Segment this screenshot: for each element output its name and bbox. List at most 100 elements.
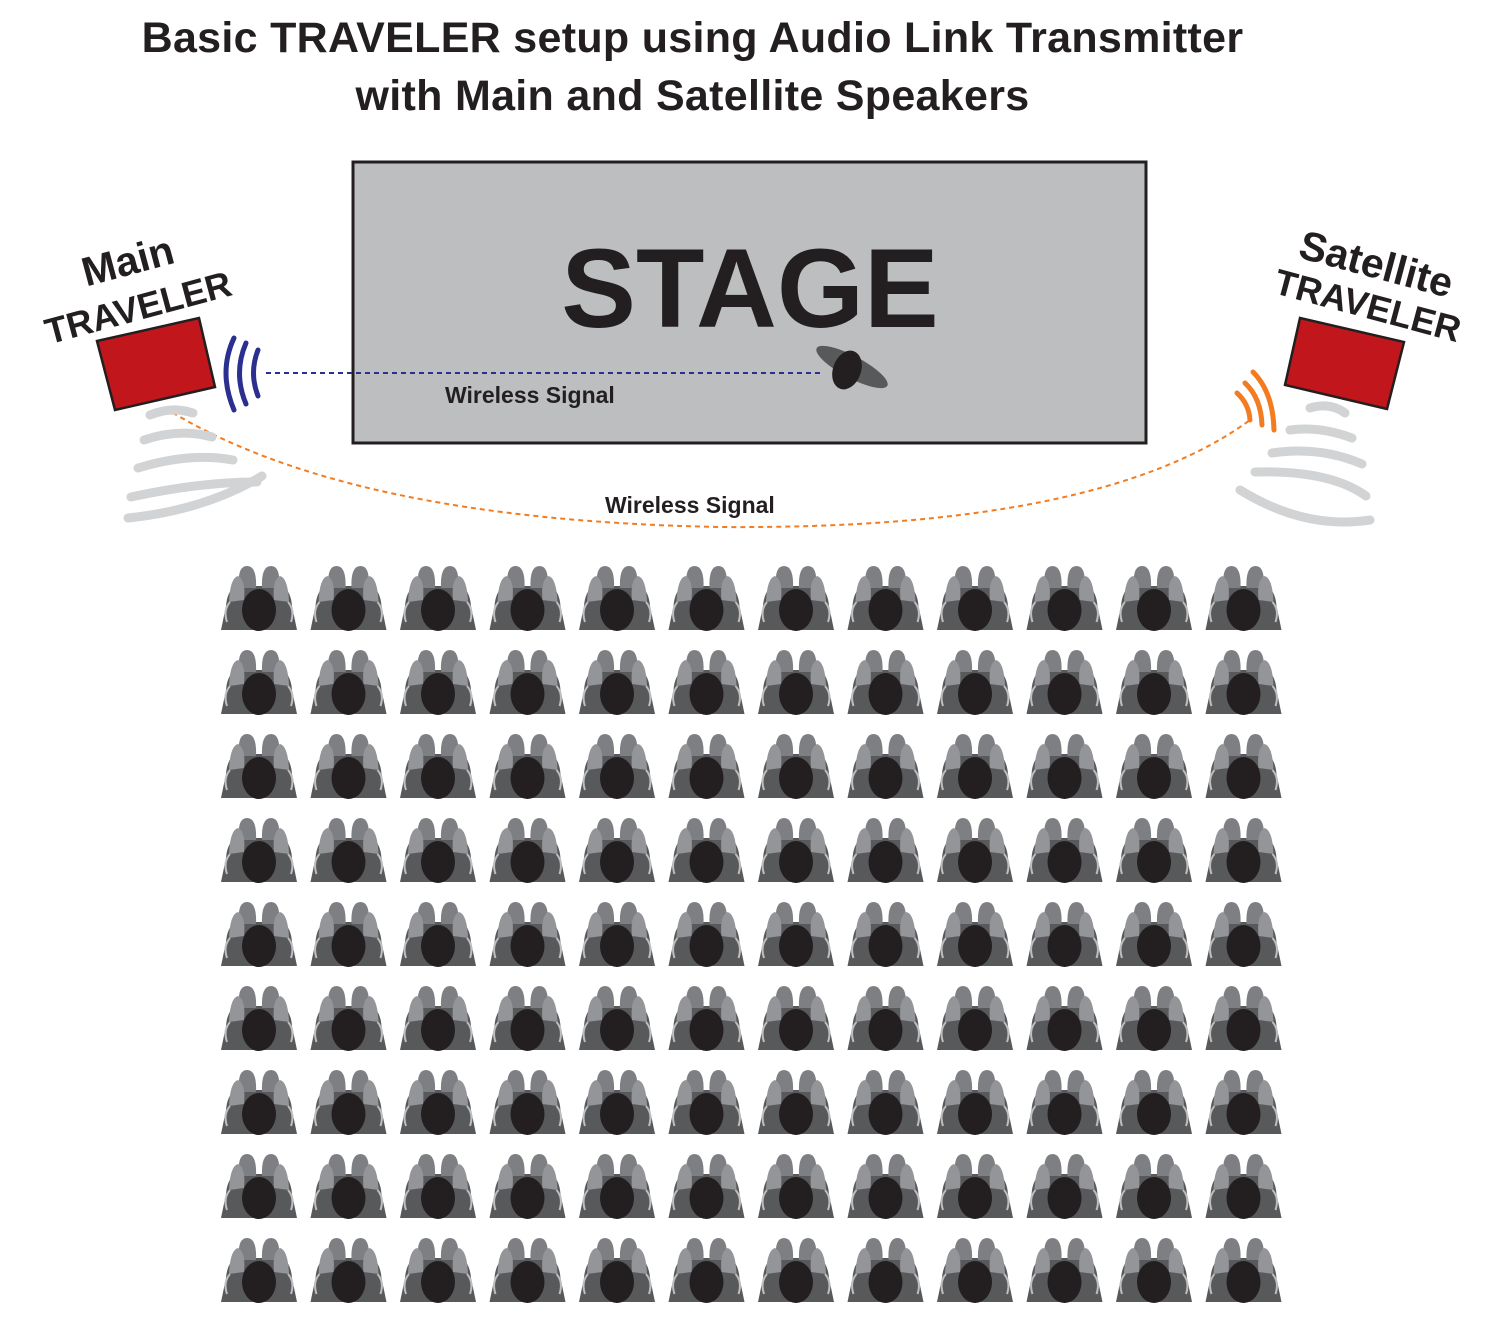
audience-seat <box>578 733 656 800</box>
audience-seat <box>667 985 746 1052</box>
audience-seat <box>667 1153 746 1220</box>
audience-seat <box>1204 649 1283 716</box>
audience-seat <box>846 565 925 632</box>
audience-seat <box>1115 1237 1193 1304</box>
audience-seat <box>220 817 298 884</box>
audience-seat <box>846 817 925 884</box>
audience-seat <box>488 1153 567 1220</box>
audience-seat <box>399 649 477 716</box>
audience-seat <box>846 985 925 1052</box>
audience-seat <box>1025 817 1104 884</box>
audience-seat <box>220 565 298 632</box>
audience-seat <box>846 733 925 800</box>
audience-seat <box>1204 1237 1283 1304</box>
audience-seat <box>399 1237 477 1304</box>
audience-seat <box>936 733 1014 800</box>
audience-seat <box>1025 565 1104 632</box>
main-speaker-sound-waves-icon <box>123 405 267 523</box>
audience-seat <box>1115 649 1193 716</box>
audience-seat <box>1025 901 1104 968</box>
audience-seat <box>667 649 746 716</box>
audience-seat <box>757 1237 835 1304</box>
audience-seat <box>309 901 388 968</box>
audience-seat <box>578 817 656 884</box>
audience-seat <box>1204 1153 1283 1220</box>
audience-seat <box>399 1069 477 1136</box>
audience-seat <box>399 565 477 632</box>
audience-seat <box>936 1069 1014 1136</box>
audience-seat <box>846 1069 925 1136</box>
audience-seat <box>757 1069 835 1136</box>
audience-seat <box>757 733 835 800</box>
audience-seat <box>399 901 477 968</box>
audience-seat <box>667 565 746 632</box>
audience-seat <box>488 649 567 716</box>
stage-area <box>351 160 1148 445</box>
audience-seat <box>309 649 388 716</box>
audience-seat <box>1115 817 1193 884</box>
audience-seat <box>1204 1069 1283 1136</box>
audience-seat <box>1115 1153 1193 1220</box>
audience-seat <box>846 901 925 968</box>
audience-seat <box>1115 901 1193 968</box>
audience-seat <box>309 565 388 632</box>
audience-seat <box>399 817 477 884</box>
audience-seat <box>757 565 835 632</box>
audience-seat <box>1025 985 1104 1052</box>
audience-seat <box>488 565 567 632</box>
link-wireless-signal-label: Wireless Signal <box>605 492 775 518</box>
audience-seat <box>1115 1069 1193 1136</box>
audience-seat <box>488 817 567 884</box>
audience-seat <box>578 985 656 1052</box>
stage-label: STAGE <box>561 226 939 351</box>
main-speaker: Main TRAVELER <box>40 227 267 523</box>
link-wireless-signal-line <box>164 407 1251 529</box>
audience-seat <box>309 817 388 884</box>
audience-seat <box>309 1237 388 1304</box>
diagram-title-line-1: Basic TRAVELER setup using Audio Link Tr… <box>141 14 1244 62</box>
audience-seat <box>578 1069 656 1136</box>
satellite-speaker-box <box>1283 316 1406 411</box>
audience-seat <box>309 1069 388 1136</box>
audience-seat <box>1025 1153 1104 1220</box>
audience-seat <box>667 817 746 884</box>
audience-seat <box>1115 565 1193 632</box>
audience-seat <box>488 733 567 800</box>
audience-seat <box>1025 733 1104 800</box>
satellite-speaker-receive-waves-icon <box>1234 369 1277 433</box>
main-speaker-receive-waves-icon <box>223 335 261 413</box>
audience-seat <box>220 1069 298 1136</box>
audience-seat <box>846 1153 925 1220</box>
audience-seat <box>309 1153 388 1220</box>
audience-seat <box>309 985 388 1052</box>
diagram-title-line-2: with Main and Satellite Speakers <box>355 72 1030 120</box>
audience-seat <box>936 985 1014 1052</box>
audience-seat <box>399 1153 477 1220</box>
audience-seat <box>936 565 1014 632</box>
satellite-speaker-sound-waves-icon <box>1235 401 1375 527</box>
audience-seat <box>220 733 298 800</box>
audience-seat <box>488 985 567 1052</box>
audience-seat <box>220 1237 298 1304</box>
audience-seat <box>399 985 477 1052</box>
audience-seat <box>846 1237 925 1304</box>
audience-seat <box>1025 1237 1104 1304</box>
audience-seat <box>578 1153 656 1220</box>
audience-seat <box>220 901 298 968</box>
microphone-icon <box>816 345 888 390</box>
audience-seat <box>757 817 835 884</box>
audience-seat <box>220 1153 298 1220</box>
audience-seat <box>309 733 388 800</box>
satellite-speaker: Satellite TRAVELER <box>1234 221 1466 527</box>
audience-seat <box>1204 733 1283 800</box>
audience-seat <box>936 1237 1014 1304</box>
audience-seat <box>1204 565 1283 632</box>
audience-seat <box>488 901 567 968</box>
audience-seat <box>936 901 1014 968</box>
audience-seat <box>667 901 746 968</box>
audience-seat <box>1115 733 1193 800</box>
mic-wireless-signal-label: Wireless Signal <box>445 382 615 408</box>
audience-seat <box>1204 985 1283 1052</box>
audience-seat <box>757 901 835 968</box>
